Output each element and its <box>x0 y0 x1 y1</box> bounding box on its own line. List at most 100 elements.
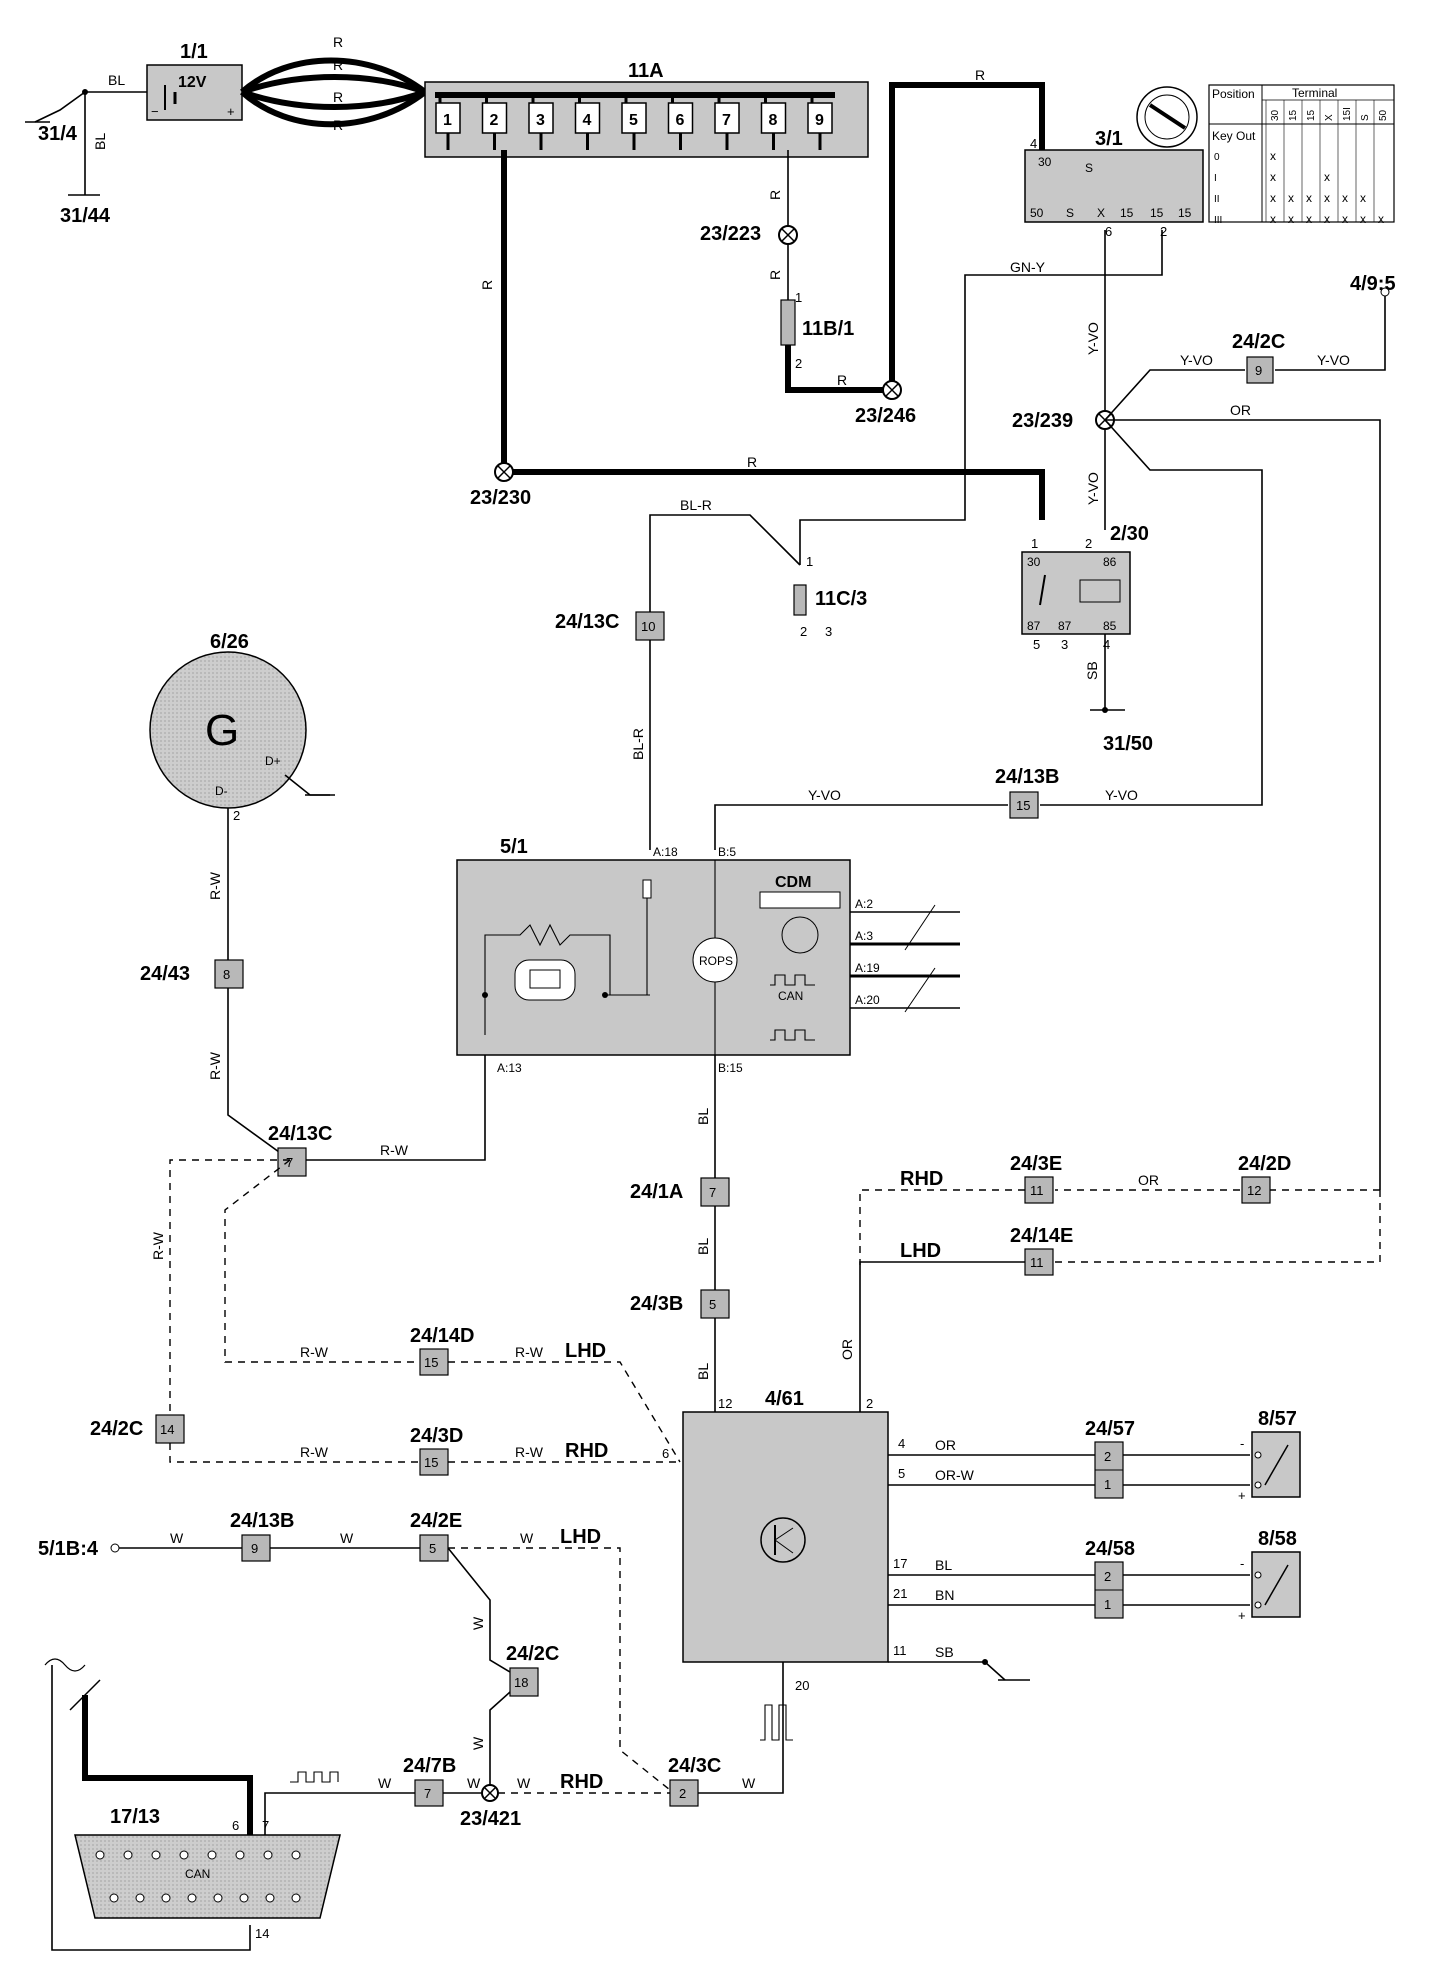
wire-bl-6: BL <box>935 1557 952 1573</box>
cem-rops: ROPS <box>699 954 733 968</box>
dlc-pin-hole <box>265 1893 275 1903</box>
fuse-11b1-ref: 11B/1 <box>802 318 854 340</box>
generator-6-26: 6/26 G D+ D- 2 <box>149 631 307 823</box>
fuse-6: 6 <box>667 95 694 150</box>
connector-24-3e-11: 11 24/3E <box>1010 1153 1062 1204</box>
wire-w-3: W <box>520 1530 534 1546</box>
conn-24-3e-pin11: 11 <box>1030 1183 1044 1198</box>
fuse-11b-1: 1 2 11B/1 <box>780 290 854 371</box>
wire-bl-3: BL <box>695 1108 711 1125</box>
cem-cdm: CDM <box>775 874 811 891</box>
dlc-pin-hole <box>239 1893 249 1903</box>
dlc-pin6: 6 <box>232 1818 239 1833</box>
ign-term-50: 50 <box>1030 206 1044 220</box>
splice-23-230: 23/230 <box>470 462 531 509</box>
conn-24-13c-pin10: 10 <box>641 619 655 634</box>
fuse-5: 5 <box>621 95 647 150</box>
wire-r-f2: R <box>479 280 495 290</box>
fuse-11c-3: 1 2 3 11C/3 <box>793 554 867 639</box>
variant-lhd-1: LHD <box>900 1240 941 1262</box>
generator-dminus: D- <box>215 784 228 798</box>
relay-t87a: 87 <box>1027 619 1041 633</box>
conn-24-3c-pin2: 2 <box>679 1786 686 1801</box>
wire-w-1: W <box>170 1530 184 1546</box>
table-mark: x <box>1270 191 1276 205</box>
fuse-11c3-pin3: 3 <box>825 624 832 639</box>
dlc-pin-hole <box>161 1893 171 1903</box>
variant-lhd-3: LHD <box>560 1526 601 1548</box>
module-ref: 4/61 <box>765 1388 804 1410</box>
fuse-9: 9 <box>807 95 833 150</box>
dlc-can: CAN <box>185 1867 210 1881</box>
conn-24-13c-pin7: 7 <box>286 1155 293 1170</box>
table-term-5: S <box>1360 114 1371 121</box>
table-row-3: III <box>1214 215 1222 226</box>
splice-23-239: 23/239 <box>1012 410 1115 432</box>
fuse-label-8: 8 <box>769 112 778 129</box>
fuse-label-6: 6 <box>676 112 685 129</box>
fuse-3: 3 <box>528 95 554 150</box>
table-term-2: 15 <box>1306 109 1317 121</box>
conn-24-14d-ref: 24/14D <box>410 1325 475 1347</box>
conn-24-2c-pin14: 14 <box>160 1422 174 1437</box>
dlc-pin-hole <box>109 1893 119 1903</box>
wire-w-4: W <box>470 1616 486 1630</box>
relay-ref: 2/30 <box>1110 523 1149 545</box>
conn-24-1a-ref: 24/1A <box>630 1181 683 1203</box>
connector-24-13c-7: 7 24/13C <box>268 1123 333 1177</box>
module-pin6: 6 <box>662 1446 669 1461</box>
fuse-11b1-pin2: 2 <box>795 356 802 371</box>
sensor-8-58-ref: 8/58 <box>1258 1528 1297 1550</box>
ground-31-44: 31/44 <box>60 205 111 227</box>
wire-rw-8: R-W <box>515 1444 544 1460</box>
relay-pin5: 5 <box>1033 637 1040 652</box>
module-pin12: 12 <box>718 1396 732 1411</box>
dlc-pin-hole <box>179 1850 189 1860</box>
conn-24-7b-pin7: 7 <box>424 1786 431 1801</box>
conn-24-43-pin8: 8 <box>223 967 230 982</box>
table-mark: x <box>1342 191 1348 205</box>
relay-pin1: 1 <box>1031 536 1038 551</box>
table-term-0: 30 <box>1270 109 1281 121</box>
table-term-6: 50 <box>1378 109 1389 121</box>
conn-24-13c-ref-b: 24/13C <box>268 1123 333 1145</box>
wire-r-cable-3: R <box>333 89 343 105</box>
connector-24-7b-7: 7 24/7B <box>403 1755 456 1807</box>
wire-bl-4: BL <box>695 1238 711 1255</box>
cem-a19: A:19 <box>855 961 880 975</box>
wire-sb-module: SB <box>935 1644 954 1660</box>
fuse-11c3-pin2: 2 <box>800 624 807 639</box>
splice-23-421: 23/421 <box>460 1784 521 1830</box>
wire-gny: GN-Y <box>1010 259 1046 275</box>
connector-24-57: 2 1 24/57 <box>1085 1418 1135 1499</box>
conn-24-57-ref: 24/57 <box>1085 1418 1135 1440</box>
table-mark: x <box>1270 212 1276 226</box>
conn-24-7b-ref: 24/7B <box>403 1755 456 1777</box>
conn-24-13b-pin9: 9 <box>251 1541 258 1556</box>
ext-ref-4-9-5: 4/9:5 <box>1350 273 1396 295</box>
wire-r-246: R <box>837 372 847 388</box>
conn-24-2d-ref: 24/2D <box>1238 1153 1291 1175</box>
splice-23-246: 23/246 <box>855 380 916 427</box>
wire-r-cable-1: R <box>333 34 343 50</box>
wire-or-1: OR <box>1230 402 1251 418</box>
conn-24-3d-ref: 24/3D <box>410 1425 463 1447</box>
relay-pin2: 2 <box>1085 536 1092 551</box>
table-mark: x <box>1288 212 1294 226</box>
conn-24-3c-ref: 24/3C <box>668 1755 721 1777</box>
relay-t30: 30 <box>1027 555 1041 569</box>
fuse-label-3: 3 <box>536 112 545 129</box>
table-mark: x <box>1306 191 1312 205</box>
sensor-8-57-ref: 8/57 <box>1258 1408 1297 1430</box>
wire-yvo-4: Y-VO <box>1317 352 1350 368</box>
svg-text:+: + <box>227 104 235 119</box>
wire-rw-1: R-W <box>207 871 223 900</box>
wire-r-230: R <box>747 454 757 470</box>
table-key-out: Key Out <box>1212 129 1256 143</box>
module-pin11: 11 <box>893 1643 907 1658</box>
table-mark: x <box>1324 191 1330 205</box>
dlc-pin-hole <box>187 1893 197 1903</box>
connector-24-3d-15: 15 24/3D <box>410 1425 463 1476</box>
wire-rw-3: R-W <box>380 1142 409 1158</box>
fuse-11c3-pin1: 1 <box>806 554 813 569</box>
